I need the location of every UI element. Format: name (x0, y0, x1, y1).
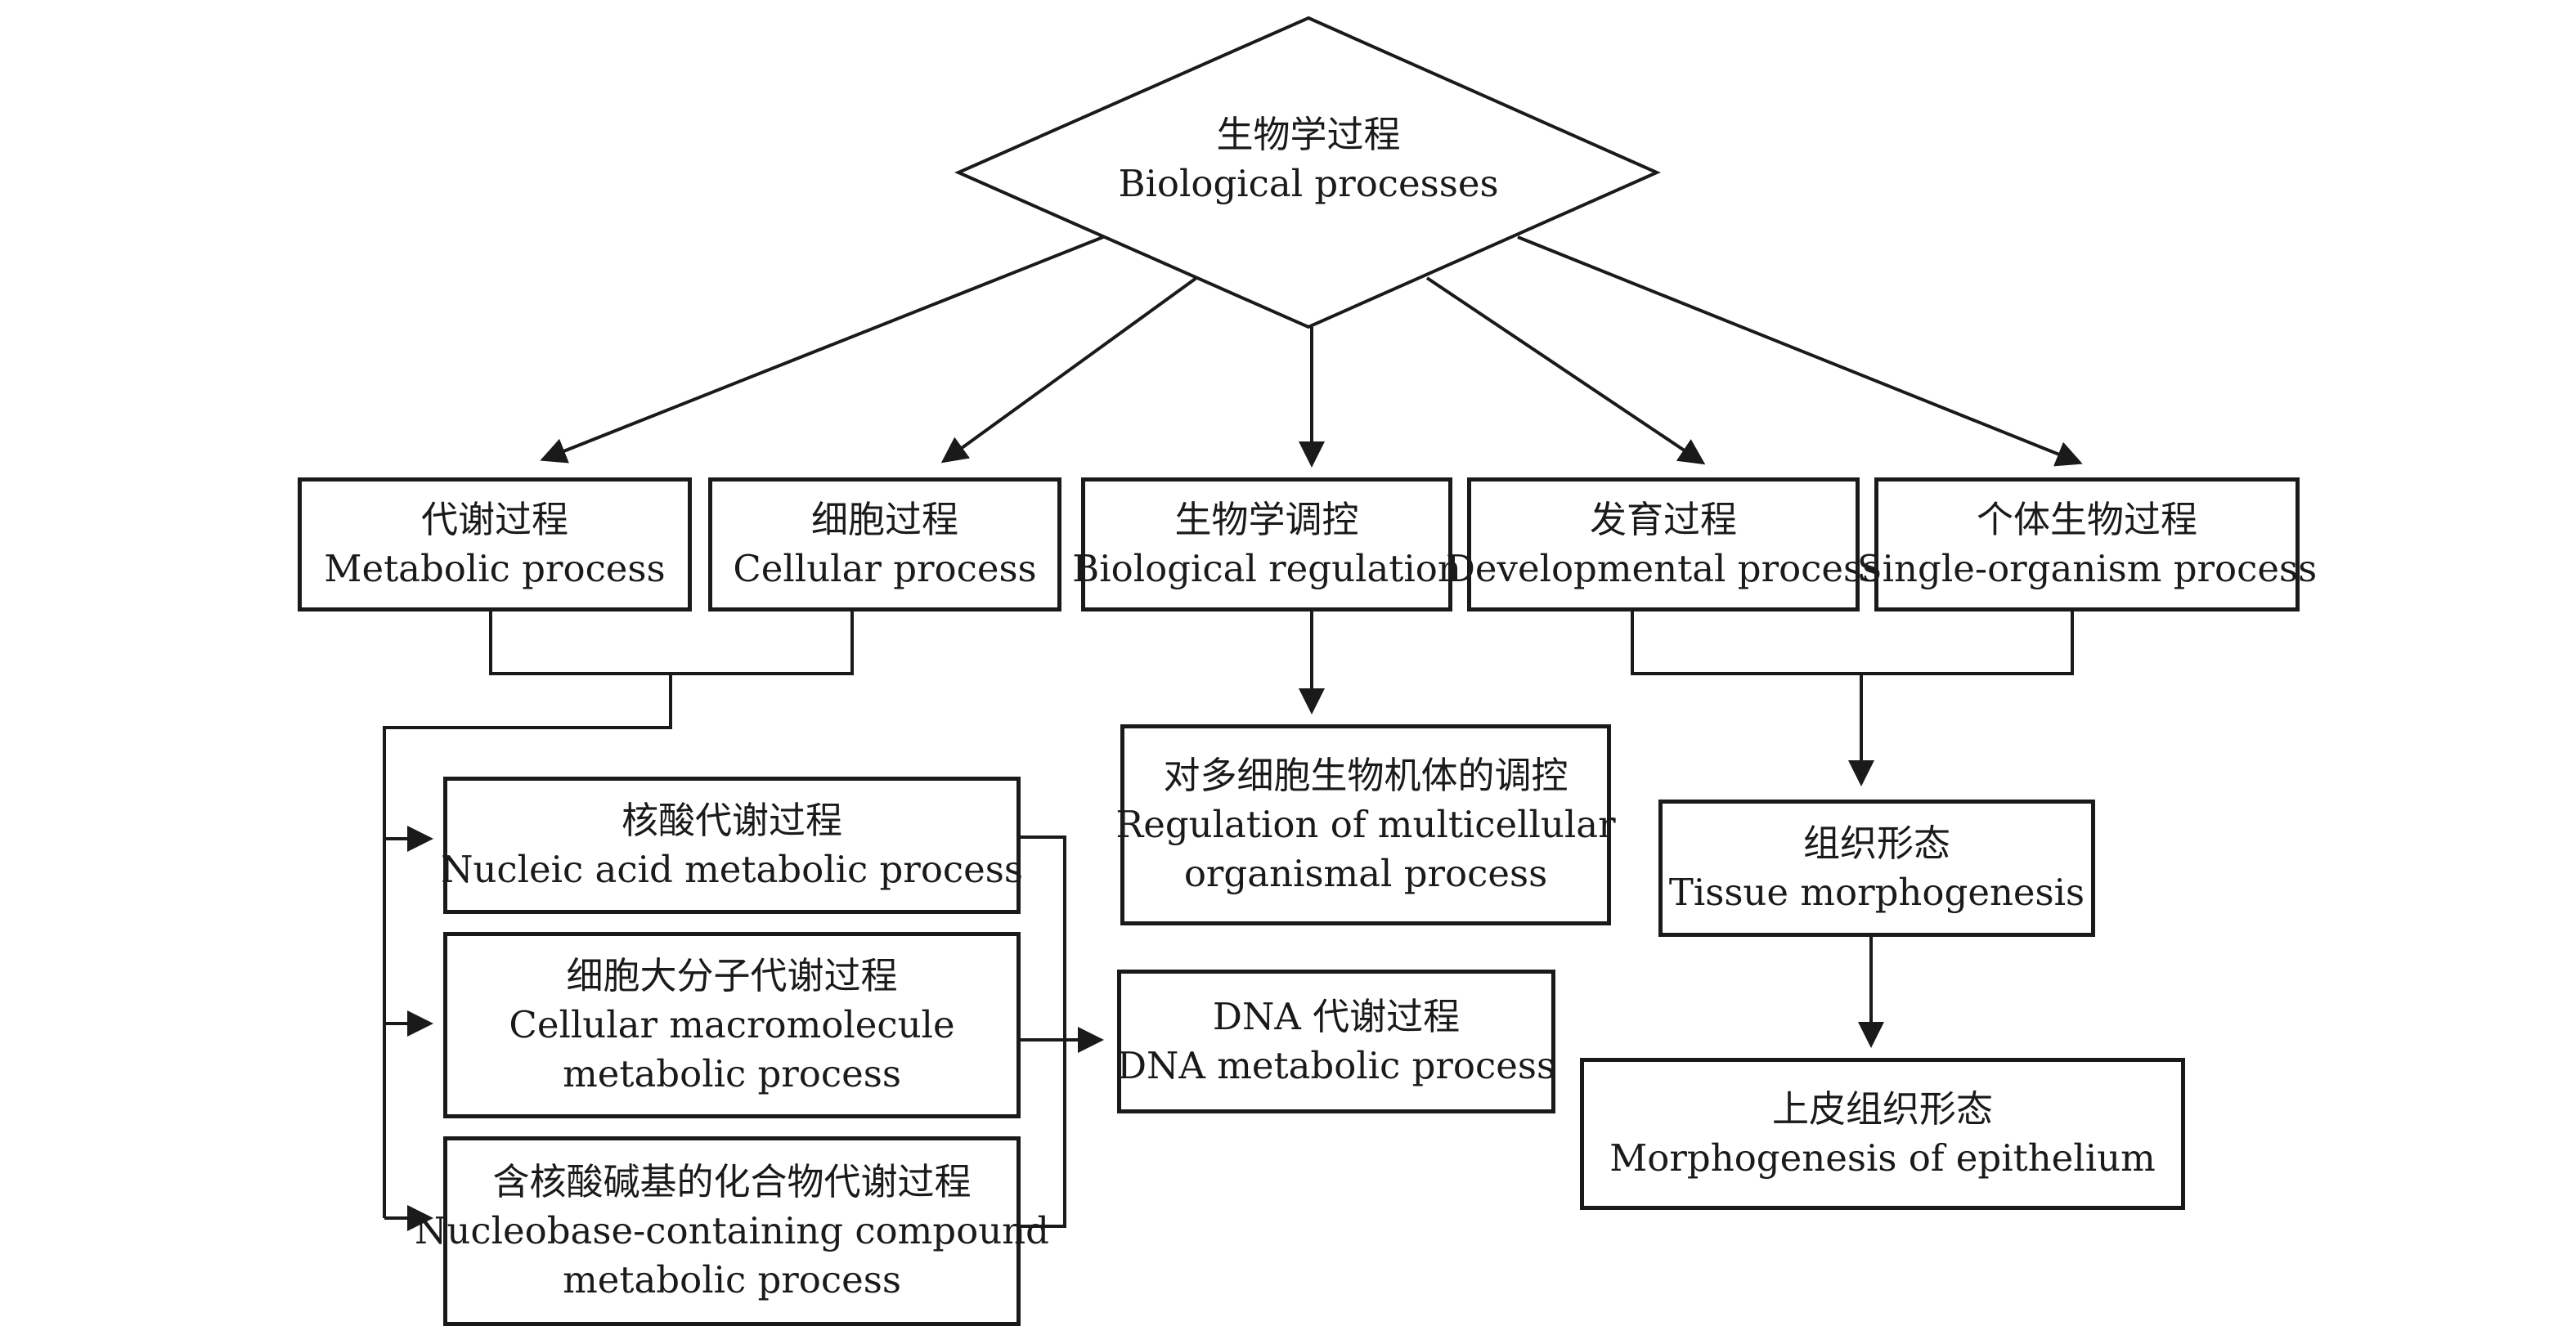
node-dna-metabolic-en: DNA metabolic process (1116, 1044, 1556, 1087)
node-nucleic-acid-en: Nucleic acid metabolic process (441, 848, 1023, 891)
node-regulation-en: Biological regulation (1072, 547, 1461, 590)
node-developmental: 发育过程 Developmental process (1446, 477, 1881, 611)
node-macromolecule-en-line2: metabolic process (563, 1052, 901, 1095)
node-tissue-en: Tissue morphogenesis (1668, 871, 2085, 914)
node-multicellular-en-line1: Regulation of multicellular (1115, 803, 1616, 846)
node-dna-metabolic-zh: DNA 代谢过程 (1212, 995, 1461, 1038)
arrow-root-to-single-organism (1517, 235, 2083, 467)
node-developmental-zh: 发育过程 (1589, 498, 1737, 541)
node-epithelium-zh: 上皮组织形态 (1771, 1087, 1993, 1131)
node-metabolic: 代谢过程 Metabolic process (298, 477, 692, 611)
node-cellular-en: Cellular process (733, 547, 1037, 590)
root-label-en: Biological processes (1118, 162, 1499, 205)
node-nucleobase-zh: 含核酸碱基的化合物代谢过程 (492, 1160, 972, 1203)
node-macromolecule-zh: 细胞大分子代谢过程 (566, 954, 898, 997)
root-diamond-shape (954, 16, 1661, 329)
node-regulation-zh: 生物学调控 (1174, 498, 1359, 541)
node-dna-metabolic: DNA 代谢过程 DNA metabolic process (1117, 970, 1555, 1113)
node-macromolecule-en-line1: Cellular macromolecule (509, 1003, 955, 1046)
connector-developmental-single-merge (1631, 608, 2074, 675)
node-multicellular: 对多细胞生物机体的调控 Regulation of multicellular … (1115, 724, 1616, 925)
root-label-zh: 生物学过程 (1216, 113, 1401, 156)
node-single-organism: 个体生物过程 Single-organism process (1857, 477, 2317, 611)
node-nucleobase-en-line2: metabolic process (563, 1258, 901, 1301)
node-multicellular-en-line2: organismal process (1183, 852, 1548, 895)
root-node: 生物学过程 Biological processes (1118, 106, 1498, 213)
arrow-root-to-cellular (940, 276, 1198, 464)
node-nucleic-acid-zh: 核酸代谢过程 (621, 799, 842, 842)
node-metabolic-zh: 代谢过程 (420, 498, 568, 541)
node-nucleobase: 含核酸碱基的化合物代谢过程 Nucleobase-containing comp… (415, 1136, 1049, 1326)
node-single-organism-zh: 个体生物过程 (1976, 498, 2197, 541)
arrow-root-to-developmental (1425, 276, 1706, 465)
node-epithelium-en: Morphogenesis of epithelium (1609, 1136, 2156, 1180)
node-epithelium: 上皮组织形态 Morphogenesis of epithelium (1580, 1058, 2185, 1210)
node-multicellular-zh: 对多细胞生物机体的调控 (1163, 754, 1568, 797)
connector-metabolic-cellular-merge (489, 608, 854, 675)
node-single-organism-en: Single-organism process (1856, 547, 2318, 590)
node-cellular: 细胞过程 Cellular process (708, 477, 1061, 611)
node-tissue: 组织形态 Tissue morphogenesis (1658, 800, 2095, 937)
connector-children-to-dna (1012, 835, 1066, 1228)
node-developmental-en: Developmental process (1445, 547, 1882, 590)
node-nucleic-acid: 核酸代谢过程 Nucleic acid metabolic process (441, 777, 1023, 914)
arrow-root-to-metabolic (540, 235, 1104, 464)
node-nucleobase-en-line1: Nucleobase-containing compound (415, 1209, 1049, 1252)
node-tissue-zh: 组织形态 (1802, 822, 1950, 865)
node-regulation: 生物学调控 Biological regulation (1072, 477, 1461, 611)
node-metabolic-en: Metabolic process (324, 547, 666, 590)
node-macromolecule: 细胞大分子代谢过程 Cellular macromolecule metabol… (443, 932, 1021, 1118)
connector-merge-down (383, 674, 672, 1218)
node-cellular-zh: 细胞过程 (810, 498, 958, 541)
